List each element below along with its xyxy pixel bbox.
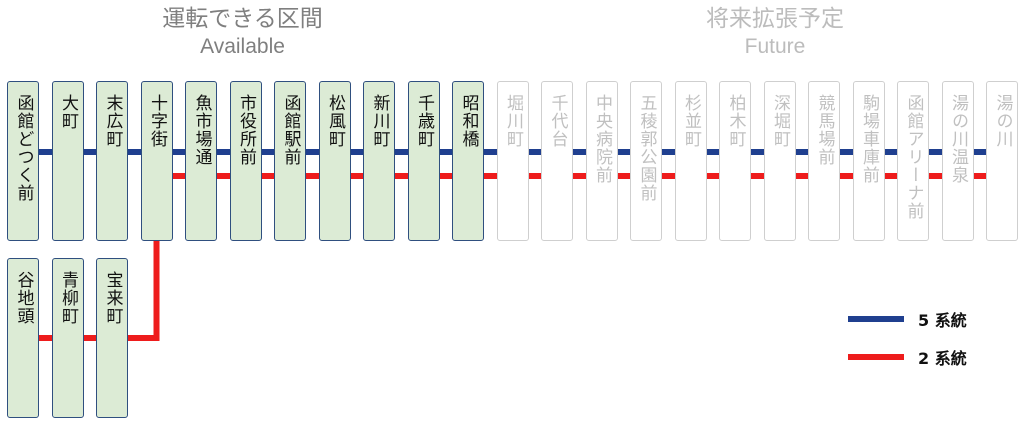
station-future: 湯の川温泉 [941, 81, 974, 241]
station-name: 大町 [58, 94, 78, 130]
station-available: 青柳町 [51, 258, 84, 418]
station-name: 松風町 [325, 94, 345, 148]
station-available: 函館どつく前 [7, 81, 39, 241]
station-name: 駒場車庫前 [859, 94, 879, 184]
station-name: 千歳町 [414, 94, 434, 148]
station-future: 湯の川 [986, 81, 1018, 241]
station-available: 十字街 [140, 81, 173, 241]
station-available: 松風町 [318, 81, 351, 241]
station-name: 千代台 [547, 94, 568, 148]
station-future: 五稜郭公園前 [630, 81, 662, 241]
station-name: 柏木町 [725, 94, 746, 148]
station-available: 宝来町 [96, 258, 128, 418]
station-future: 中央病院前 [585, 81, 618, 241]
future-header-en: Future [744, 34, 806, 58]
station-future: 堀川町 [496, 81, 529, 241]
available-header-jp: 運転できる区間 [162, 6, 323, 32]
station-future: 駒場車庫前 [852, 81, 885, 241]
station-future: 杉並町 [674, 81, 707, 241]
station-future: 深堀町 [763, 81, 796, 241]
legend-label-line2: 2 系統 [918, 349, 967, 368]
legend-swatch-line2 [848, 354, 904, 360]
available-section-header: 運転できる区間 Available [140, 6, 345, 59]
station-available: 市役所前 [229, 81, 262, 241]
station-name: 市役所前 [236, 94, 256, 166]
station-future: 柏木町 [719, 81, 751, 241]
station-name: 新川町 [369, 94, 390, 148]
station-name: 堀川町 [503, 94, 523, 148]
legend-item-line5: 5 系統 [848, 307, 967, 331]
station-name: 中央病院前 [592, 94, 612, 184]
legend-swatch-line5 [848, 316, 904, 322]
station-available: 魚市場通 [185, 81, 217, 241]
station-name: 杉並町 [681, 94, 701, 148]
available-header-en: Available [200, 34, 285, 58]
station-name: 深堀町 [770, 94, 790, 148]
legend-item-line2: 2 系統 [848, 345, 967, 369]
station-available: 大町 [51, 81, 84, 241]
station-name: 函館アリーナ前 [903, 94, 924, 220]
station-available: 函館駅前 [274, 81, 306, 241]
station-name: 宝来町 [102, 271, 123, 325]
station-available: 昭和橋 [452, 81, 484, 241]
station-name: 函館どつく前 [13, 94, 34, 202]
station-name: 谷地頭 [13, 271, 34, 325]
station-available: 千歳町 [407, 81, 440, 241]
station-name: 競馬場前 [814, 94, 835, 166]
station-name: 魚市場通 [191, 94, 212, 166]
station-name: 湯の川温泉 [948, 94, 968, 184]
station-available: 末広町 [96, 81, 128, 241]
station-name: 十字街 [147, 94, 167, 148]
station-name: 五稜郭公園前 [636, 94, 657, 202]
station-available: 谷地頭 [7, 258, 39, 418]
future-section-header: 将来拡張予定 Future [660, 6, 890, 59]
station-name: 湯の川 [992, 94, 1013, 148]
station-name: 青柳町 [58, 271, 78, 325]
station-name: 函館駅前 [280, 94, 301, 166]
station-name: 昭和橋 [458, 94, 479, 148]
station-future: 競馬場前 [808, 81, 840, 241]
station-future: 函館アリーナ前 [897, 81, 929, 241]
station-available: 新川町 [363, 81, 395, 241]
legend-label-line5: 5 系統 [918, 311, 967, 330]
station-future: 千代台 [541, 81, 573, 241]
station-name: 末広町 [102, 94, 123, 148]
future-header-jp: 将来拡張予定 [706, 6, 844, 32]
